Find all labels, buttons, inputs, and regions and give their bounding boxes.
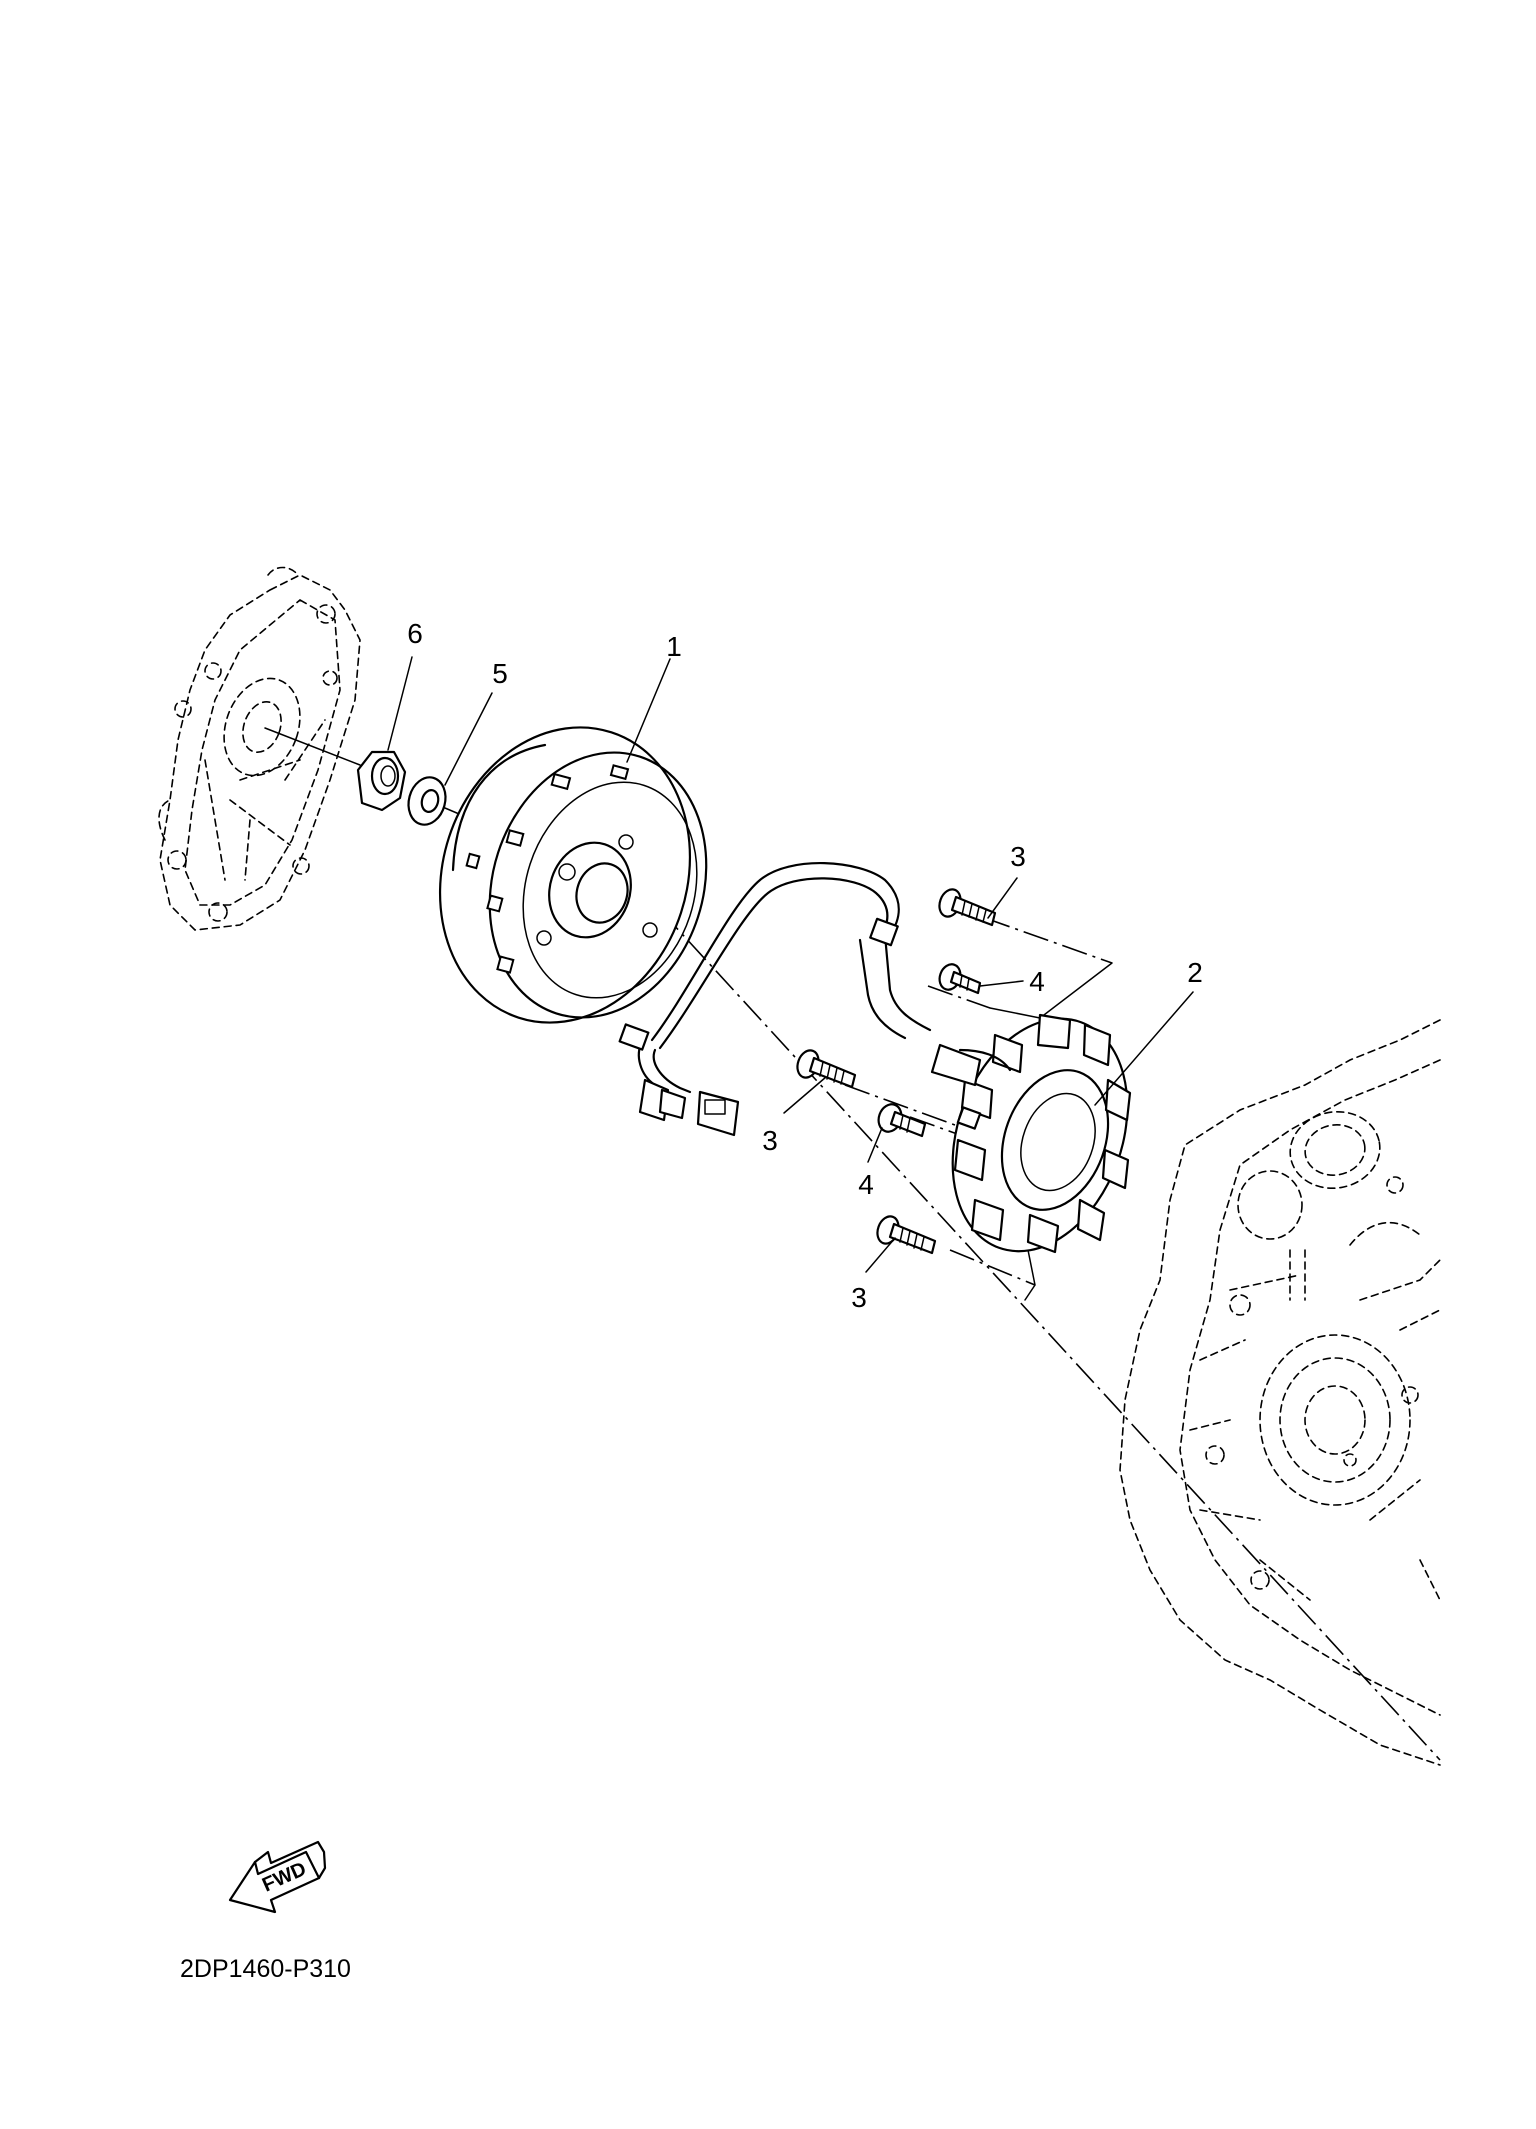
bolt-part-middle (796, 1049, 857, 1089)
callout-3-upper: 3 (1010, 841, 1026, 872)
diagram-code: 2DP1460-P310 (180, 1955, 351, 1983)
bolt-leader-lines (844, 917, 1113, 1301)
callout-6: 6 (407, 618, 423, 649)
crankcase-cover-outline (158, 566, 361, 931)
rotor-part (438, 726, 708, 1024)
callout-5: 5 (492, 658, 508, 689)
callout-4-upper: 4 (1029, 966, 1045, 997)
crank-axis-line (604, 849, 1441, 1761)
callout-leaders (387, 656, 1194, 1273)
bolt-part-upper (938, 888, 997, 927)
callout-3-lower: 3 (851, 1282, 867, 1313)
crankcase-outline (1119, 1019, 1441, 1766)
callout-3-middle: 3 (762, 1125, 778, 1156)
nut-part (264, 727, 407, 812)
fwd-label: FWD (259, 1858, 310, 1897)
callout-labels: 6 5 1 3 4 2 3 4 3 (407, 618, 1203, 1313)
callout-4-lower: 4 (858, 1169, 874, 1200)
screw-part-lower (877, 1103, 927, 1138)
callout-1: 1 (666, 631, 682, 662)
fwd-arrow-icon: FWD (228, 1840, 327, 1914)
stator-part (618, 862, 1132, 1254)
callout-2: 2 (1187, 957, 1203, 988)
bolt-part-lower (876, 1215, 937, 1255)
screw-part-upper (938, 963, 982, 995)
